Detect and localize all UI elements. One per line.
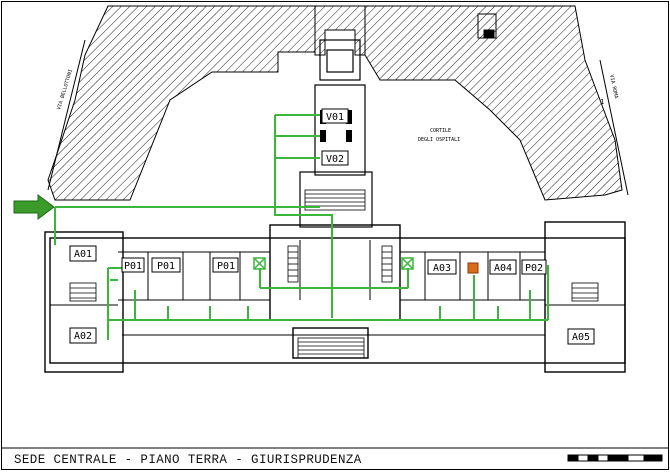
building-left-wing xyxy=(47,5,316,201)
room-label-p02: P02 xyxy=(525,263,543,274)
room-label-a05: A05 xyxy=(572,332,590,343)
street-label-right-1: VIA ROMA xyxy=(608,74,619,99)
room-label-a01: A01 xyxy=(74,249,92,260)
evacuation-routes xyxy=(54,114,549,340)
room-label-v02: V02 xyxy=(326,154,344,165)
room-label-p01-c: P01 xyxy=(217,261,235,272)
building-right-wing xyxy=(364,5,623,201)
central-pavilion xyxy=(299,39,373,228)
alarm-point-icon xyxy=(467,262,479,274)
room-label-a03: A03 xyxy=(433,263,451,274)
street-label-right-2: 1 xyxy=(600,98,604,106)
street-label-left: VIA BELLOTTONI xyxy=(56,69,74,111)
staircases xyxy=(69,189,599,359)
room-label-a02: A02 xyxy=(74,331,92,342)
street-line-right xyxy=(599,59,629,196)
interior-walls xyxy=(50,240,625,336)
building-center-top xyxy=(314,5,366,56)
scale-bar-icon xyxy=(567,454,663,462)
room-label-v01: V01 xyxy=(326,112,344,123)
main-building xyxy=(44,221,626,373)
street-line-left xyxy=(47,39,86,191)
room-label-boxes xyxy=(69,108,595,345)
room-label-p01-b: P01 xyxy=(157,261,175,272)
courtyard-label-1: CORTILE xyxy=(430,128,451,134)
drawing-title: SEDE CENTRALE - PIANO TERRA - GIURISPRUD… xyxy=(14,453,362,467)
entrance-arrow-icon xyxy=(13,194,55,220)
surrounding-buildings xyxy=(47,5,623,201)
courtyard-label-2: DEGLI OSPITALI xyxy=(418,137,460,143)
room-label-p01-a: P01 xyxy=(124,261,142,272)
room-label-a04: A04 xyxy=(494,263,512,274)
small-building-top-right xyxy=(477,13,497,39)
emergency-exit-icon xyxy=(253,257,414,270)
